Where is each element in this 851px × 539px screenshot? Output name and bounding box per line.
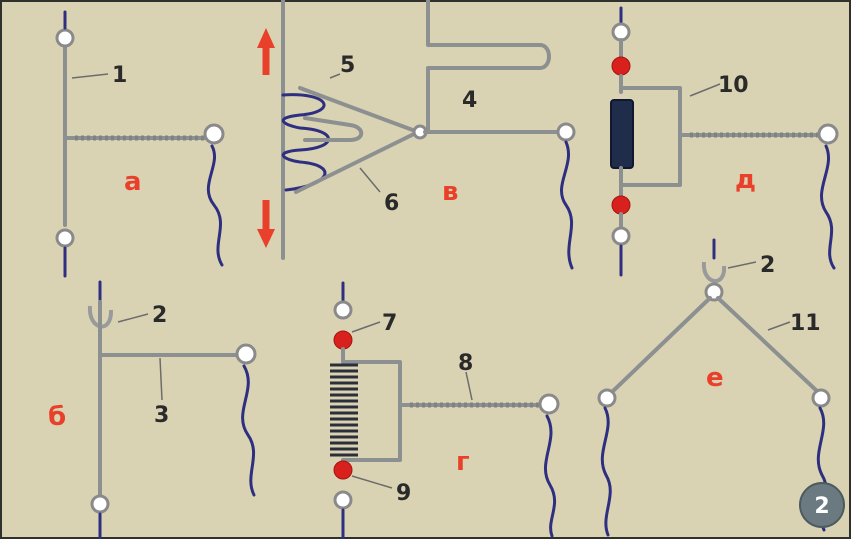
coil-spring xyxy=(330,363,358,457)
ring-top-a xyxy=(55,28,75,48)
insulator-ball-top xyxy=(611,56,631,76)
panel-d: 10 д xyxy=(610,6,839,277)
ring-top-d xyxy=(611,22,631,42)
ring-bottom-b xyxy=(90,494,110,514)
lead-end-g xyxy=(544,414,557,538)
lead-end-d xyxy=(820,144,836,270)
ring-end-v xyxy=(556,122,576,142)
ring-end-a xyxy=(203,123,225,145)
panel-v: 5 4 6 в xyxy=(257,0,576,270)
insulator-ball-7 xyxy=(333,330,353,350)
figure-badge: 2 xyxy=(799,482,845,528)
insulator-ball-bottom xyxy=(611,195,631,215)
coil-turns xyxy=(330,363,358,457)
label-3: 3 xyxy=(154,403,169,428)
stay-clamp xyxy=(303,116,364,142)
arrow-up-icon xyxy=(257,28,275,48)
leader-10 xyxy=(689,83,721,97)
letter-g: г xyxy=(456,447,470,477)
leader-11 xyxy=(767,321,791,331)
hairpin-wire-4 xyxy=(426,0,551,132)
ring-right-e xyxy=(811,388,831,408)
clamp-e xyxy=(701,261,727,283)
ring-top-g xyxy=(333,300,353,320)
cylinder-insulator xyxy=(610,99,634,169)
lead-end-v xyxy=(560,140,574,270)
leader-9 xyxy=(351,475,393,489)
v-wires-11 xyxy=(610,296,820,394)
label-8: 8 xyxy=(458,351,473,376)
label-4: 4 xyxy=(462,88,477,113)
ring-bottom-a xyxy=(55,228,75,248)
badge-number: 2 xyxy=(814,494,829,519)
label-1: 1 xyxy=(112,63,127,88)
panel-g: 7 8 9 г xyxy=(330,281,560,539)
arrow-down-icon xyxy=(257,229,275,248)
insulator-ball-9 xyxy=(333,460,353,480)
ring-left-e xyxy=(597,388,617,408)
letter-b: б xyxy=(48,402,66,432)
letter-a: а xyxy=(124,167,142,197)
label-11: 11 xyxy=(790,311,821,336)
label-10: 10 xyxy=(718,73,749,98)
ring-end-g xyxy=(538,393,560,415)
letter-e: е xyxy=(706,363,724,393)
lead-end-a xyxy=(206,144,224,267)
ring-end-b xyxy=(235,343,257,365)
label-5: 5 xyxy=(340,53,355,78)
leader-7 xyxy=(351,321,381,333)
letter-v: в xyxy=(442,177,458,207)
letter-d: д xyxy=(735,165,756,195)
leader-5 xyxy=(329,73,341,79)
leader-2a xyxy=(117,313,149,323)
label-6: 6 xyxy=(384,191,399,216)
label-9: 9 xyxy=(396,481,411,506)
leader-3 xyxy=(159,357,163,401)
leader-2b xyxy=(727,261,757,269)
label-2a: 2 xyxy=(152,303,167,328)
leader-6 xyxy=(359,167,381,193)
badge-circle xyxy=(799,482,845,528)
label-7: 7 xyxy=(382,311,397,336)
label-2b: 2 xyxy=(760,253,775,278)
leader-8 xyxy=(465,371,473,401)
lead-end-b xyxy=(241,364,256,497)
ring-end-d xyxy=(817,123,839,145)
lead-left-e xyxy=(600,406,612,537)
panel-b: 2 3 б xyxy=(48,280,257,539)
panel-a: 1 а xyxy=(55,10,225,278)
ring-bottom-g xyxy=(333,490,353,510)
ring-bottom-d xyxy=(611,226,631,246)
leader-1 xyxy=(71,73,109,79)
